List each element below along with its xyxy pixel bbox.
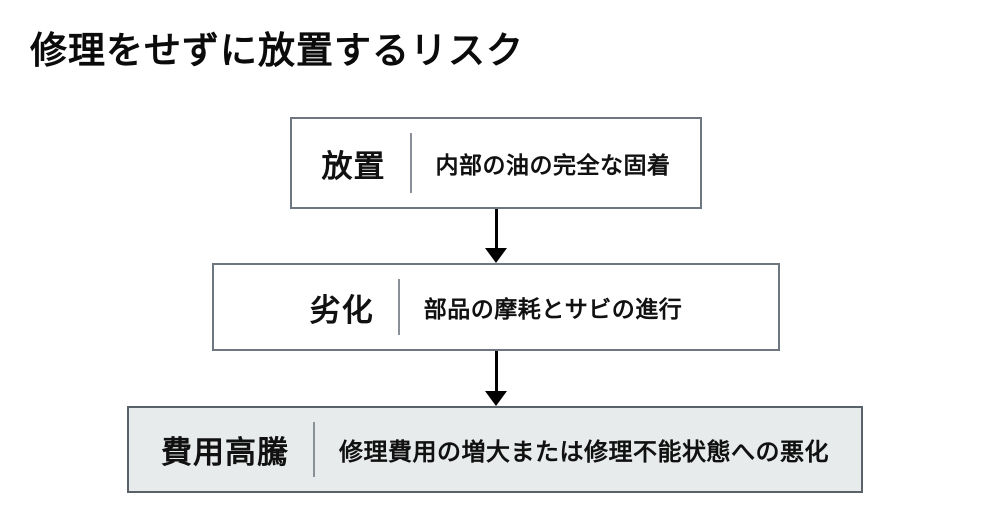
arrow-line <box>494 351 498 391</box>
flow-step-deterioration: 劣化 部品の摩耗とサビの進行 <box>212 263 780 351</box>
down-arrow <box>484 209 508 263</box>
arrow-head-icon <box>485 391 507 406</box>
flow-step-neglect: 放置 内部の油の完全な固着 <box>290 117 702 209</box>
arrow-line <box>494 209 498 248</box>
step-label: 放置 <box>321 148 386 184</box>
flow-step-cost-surge: 費用高騰 修理費用の増大または修理不能状態への悪化 <box>127 406 863 493</box>
step-divider <box>397 279 400 335</box>
down-arrow <box>484 351 508 406</box>
arrow-head-icon <box>485 248 507 263</box>
page-title: 修理をせずに放置するリスク <box>30 30 524 71</box>
step-label: 劣化 <box>309 292 374 328</box>
step-divider <box>313 422 315 477</box>
step-description: 部品の摩耗とサビの進行 <box>423 296 683 322</box>
step-divider <box>409 133 412 193</box>
step-description: 修理費用の増大または修理不能状態への悪化 <box>339 439 829 466</box>
step-label: 費用高騰 <box>161 435 289 470</box>
step-description: 内部の油の完全な固着 <box>435 152 671 178</box>
